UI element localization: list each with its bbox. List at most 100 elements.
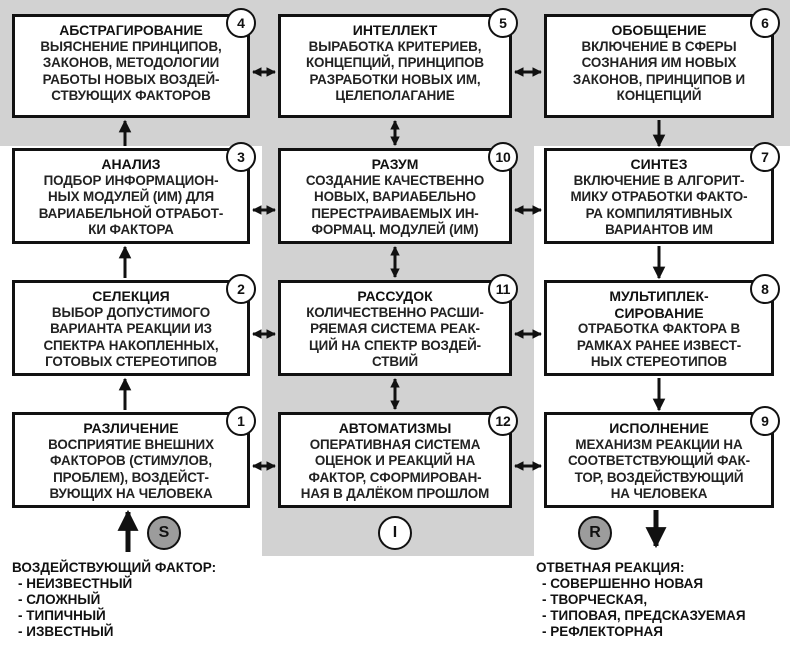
- box-line: ВОСПРИЯТИЕ ВНЕШНИХ: [48, 436, 214, 452]
- box-line: НОВЫХ, ВАРИАБЕЛЬНО: [314, 189, 476, 204]
- box-line: ПЕРЕСТРАИВАЕМЫХ ИН-: [311, 205, 479, 221]
- badge-i: I: [378, 516, 412, 550]
- box-line: РЯЕМАЯ СИСТЕМА РЕАК-: [310, 321, 480, 336]
- box-title: СЕЛЕКЦИЯ: [92, 288, 170, 304]
- box-line: ФАКТОРОВ (СТИМУЛОВ,: [50, 453, 212, 468]
- box-number: 4: [226, 8, 256, 38]
- box-number: 5: [488, 8, 518, 38]
- box-number: 3: [226, 142, 256, 172]
- box-title: СИНТЕЗ: [630, 156, 688, 172]
- box-generalization: 6 ОБОБЩЕНИЕ ВКЛЮЧЕНИЕ В СФЕРЫ СОЗНАНИЯ И…: [544, 8, 780, 118]
- box-number: 2: [226, 274, 256, 304]
- box-title-continued: СИРОВАНИЕ: [614, 304, 704, 321]
- box-line: ВАРИАНТА РЕАКЦИИ ИЗ: [50, 321, 212, 336]
- box-title: АВТОМАТИЗМЫ: [338, 420, 452, 436]
- box-line: ФАКТОР, СФОРМИРОВАН-: [308, 469, 482, 485]
- box-line: КОНЦЕПЦИЙ: [616, 88, 702, 103]
- input-legend-item: - СЛОЖНЫЙ: [18, 592, 101, 607]
- box-number: 11: [488, 274, 518, 304]
- box-line: ГОТОВЫХ СТЕРЕОТИПОВ: [45, 354, 217, 369]
- box-line: ОПЕРАТИВНАЯ СИСТЕМА: [309, 436, 481, 452]
- box-line: СПЕКТРА НАКОПЛЕННЫХ,: [43, 337, 219, 353]
- box-line: ФОРМАЦ. МОДУЛЕЙ (ИМ): [311, 222, 479, 237]
- box-multiplexing: 8 МУЛЬТИПЛЕК- СИРОВАНИЕ ОТРАБОТКА ФАКТОР…: [544, 274, 780, 376]
- box-judgement: 11 РАССУДОК КОЛИЧЕСТВЕННО РАСШИ- РЯЕМАЯ …: [278, 274, 518, 376]
- output-legend-item: - СОВЕРШЕННО НОВАЯ: [542, 576, 704, 591]
- box-line: СООТВЕТСТВУЮЩИЙ ФАК-: [568, 453, 750, 468]
- box-number: 1: [226, 406, 256, 436]
- box-number: 7: [750, 142, 780, 172]
- box-line: РА КОМПИЛЯТИВНЫХ: [585, 205, 733, 221]
- box-title: ИСПОЛНЕНИЕ: [609, 420, 709, 436]
- box-line: ВЫРАБОТКА КРИТЕРИЕВ,: [308, 38, 482, 54]
- box-number: 6: [750, 8, 780, 38]
- input-legend-item: - ТИПИЧНЫЙ: [18, 608, 106, 623]
- box-line: ЦИЙ НА СПЕКТР ВОЗДЕЙ-: [309, 337, 481, 353]
- box-number: 9: [750, 406, 780, 436]
- badge-s: S: [147, 516, 181, 550]
- box-line: ПРОБЛЕМ), ВОЗДЕЙСТ-: [53, 469, 209, 485]
- box-line: ЦЕЛЕПОЛАГАНИЕ: [335, 88, 455, 103]
- box-line: ТОР, ВОЗДЕЙСТВУЮЩИЙ: [574, 469, 744, 485]
- badge-r: R: [578, 516, 612, 550]
- box-line: ВКЛЮЧЕНИЕ В АЛГОРИТ-: [573, 172, 745, 188]
- box-line: НА ЧЕЛОВЕКА: [610, 486, 708, 501]
- box-synthesis: 7 СИНТЕЗ ВКЛЮЧЕНИЕ В АЛГОРИТ- МИКУ ОТРАБ…: [544, 142, 780, 244]
- box-title: АНАЛИЗ: [101, 156, 161, 172]
- box-line: СОЗДАНИЕ КАЧЕСТВЕННО: [305, 172, 485, 188]
- box-line: ВКЛЮЧЕНИЕ В СФЕРЫ: [581, 38, 737, 54]
- box-line: СТВИЙ: [372, 354, 418, 369]
- box-intellect: 5 ИНТЕЛЛЕКТ ВЫРАБОТКА КРИТЕРИЕВ, КОНЦЕПЦ…: [278, 8, 518, 118]
- box-line: КИ ФАКТОРА: [88, 222, 174, 237]
- box-title: ОБОБЩЕНИЕ: [611, 22, 707, 38]
- output-legend: ОТВЕТНАЯ РЕАКЦИЯ: - СОВЕРШЕННО НОВАЯ - Т…: [536, 560, 746, 640]
- box-line: ОТРАБОТКА ФАКТОРА В: [577, 321, 741, 336]
- input-legend-item: - НЕИЗВЕСТНЫЙ: [18, 576, 133, 591]
- input-legend: ВОЗДЕЙСТВУЮЩИЙ ФАКТОР: - НЕИЗВЕСТНЫЙ - С…: [12, 560, 216, 640]
- box-line: НАЯ В ДАЛЁКОМ ПРОШЛОМ: [300, 486, 490, 501]
- box-automatisms: 12 АВТОМАТИЗМЫ ОПЕРАТИВНАЯ СИСТЕМА ОЦЕНО…: [278, 406, 518, 508]
- box-reason: 10 РАЗУМ СОЗДАНИЕ КАЧЕСТВЕННО НОВЫХ, ВАР…: [278, 142, 518, 244]
- output-legend-item: - РЕФЛЕКТОРНАЯ: [542, 624, 663, 639]
- box-line: СОЗНАНИЯ ИМ НОВЫХ: [581, 55, 737, 70]
- box-line: МЕХАНИЗМ РЕАКЦИИ НА: [575, 436, 743, 452]
- input-legend-heading: ВОЗДЕЙСТВУЮЩИЙ ФАКТОР:: [12, 560, 217, 575]
- box-line: НЫХ СТЕРЕОТИПОВ: [590, 354, 728, 369]
- box-line: ЗАКОНОВ, МЕТОДОЛОГИИ: [42, 55, 220, 70]
- box-analysis: 3 АНАЛИЗ ПОДБОР ИНФОРМАЦИОН- НЫХ МОДУЛЕЙ…: [12, 142, 256, 244]
- box-number: 10: [488, 142, 518, 172]
- box-title: РАЗУМ: [371, 156, 419, 172]
- box-line: ВАРИАБЕЛЬНОЙ ОТРАБОТ-: [38, 205, 224, 221]
- box-title: МУЛЬТИПЛЕК-: [609, 288, 709, 304]
- box-line: КОЛИЧЕСТВЕННО РАСШИ-: [306, 304, 484, 320]
- box-line: ВЫБОР ДОПУСТИМОГО: [51, 304, 211, 320]
- output-legend-item: - ТИПОВАЯ, ПРЕДСКАЗУЕМАЯ: [542, 608, 746, 623]
- box-line: МИКУ ОТРАБОТКИ ФАКТО-: [570, 189, 748, 204]
- box-line: СТВУЮЩИХ ФАКТОРОВ: [51, 88, 211, 103]
- box-line: ЗАКОНОВ, ПРИНЦИПОВ И: [572, 71, 746, 87]
- box-line: РАБОТЫ НОВЫХ ВОЗДЕЙ-: [42, 71, 220, 87]
- box-line: НЫХ МОДУЛЕЙ (ИМ) ДЛЯ: [48, 189, 214, 204]
- box-distinction: 1 РАЗЛИЧЕНИЕ ВОСПРИЯТИЕ ВНЕШНИХ ФАКТОРОВ…: [12, 406, 256, 508]
- box-title: АБСТРАГИРОВАНИЕ: [59, 22, 203, 38]
- box-line: ОЦЕНОК И РЕАКЦИЙ НА: [314, 453, 476, 468]
- output-legend-item: - ТВОРЧЕСКАЯ,: [542, 592, 648, 607]
- box-title: ИНТЕЛЛЕКТ: [352, 22, 438, 38]
- box-selection: 2 СЕЛЕКЦИЯ ВЫБОР ДОПУСТИМОГО ВАРИАНТА РЕ…: [12, 274, 256, 376]
- box-line: ВАРИАНТОВ ИМ: [605, 222, 713, 237]
- box-abstraction: 4 АБСТРАГИРОВАНИЕ ВЫЯСНЕНИЕ ПРИНЦИПОВ, З…: [12, 8, 256, 118]
- box-line: РАМКАХ РАНЕЕ ИЗВЕСТ-: [576, 337, 742, 353]
- input-legend-item: - ИЗВЕСТНЫЙ: [18, 624, 114, 639]
- box-execution: 9 ИСПОЛНЕНИЕ МЕХАНИЗМ РЕАКЦИИ НА СООТВЕТ…: [544, 406, 780, 508]
- box-title: РАЗЛИЧЕНИЕ: [83, 420, 179, 436]
- box-line: РАЗРАБОТКИ НОВЫХ ИМ,: [309, 71, 481, 87]
- box-line: ПОДБОР ИНФОРМАЦИОН-: [43, 172, 219, 188]
- box-line: ВУЮЩИХ НА ЧЕЛОВЕКА: [49, 486, 213, 501]
- box-number: 8: [750, 274, 780, 304]
- box-title: РАССУДОК: [357, 288, 433, 304]
- box-line: ВЫЯСНЕНИЕ ПРИНЦИПОВ,: [40, 38, 222, 54]
- box-line: КОНЦЕПЦИЙ, ПРИНЦИПОВ: [305, 55, 485, 70]
- output-legend-heading: ОТВЕТНАЯ РЕАКЦИЯ:: [536, 560, 685, 575]
- box-number: 12: [488, 406, 518, 436]
